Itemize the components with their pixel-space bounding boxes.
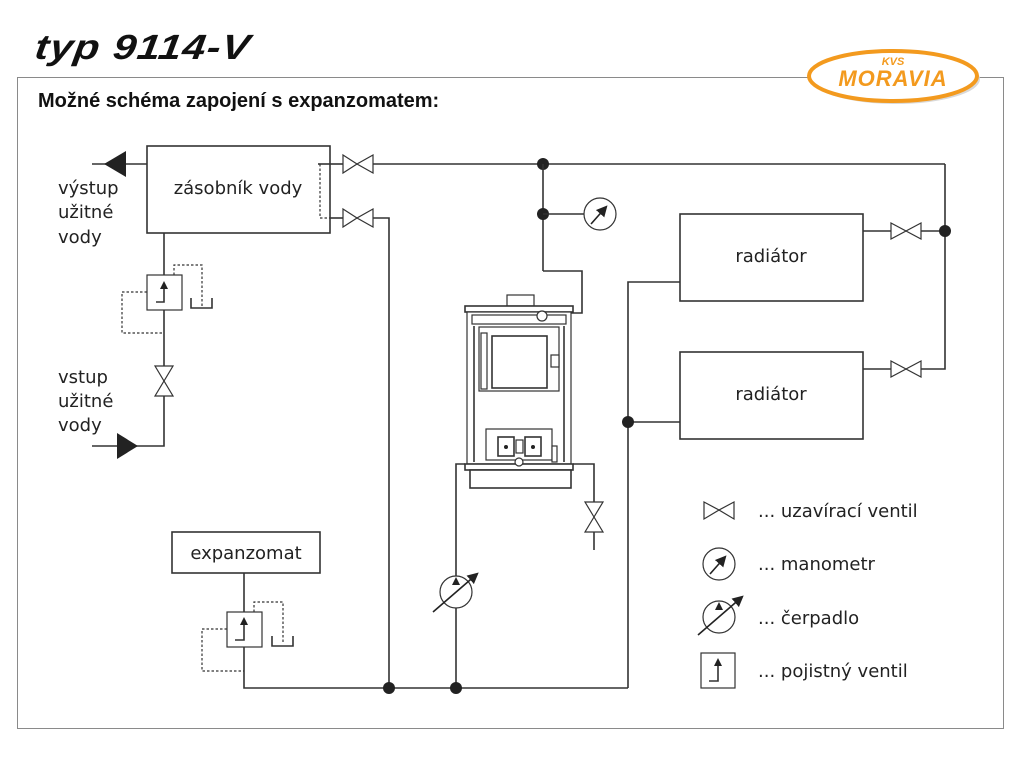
radiator-bottom: radiátor: [679, 351, 864, 440]
diagram-frame: [17, 77, 1004, 729]
shutoff-valve-inlet: [153, 365, 175, 397]
manometer: [583, 197, 617, 231]
inlet-arrow: [117, 433, 138, 459]
safety-valve-icon: [700, 652, 736, 689]
pump-icon: [697, 595, 744, 636]
outlet-arrow: [92, 151, 147, 177]
legend-item-shutoff-valve: ... uzavírací ventil: [703, 501, 918, 522]
water-tank: zásobník vody: [146, 145, 331, 234]
junction-radiator-right: [939, 225, 951, 237]
legend-label-pump: ... čerpadlo: [758, 608, 859, 629]
outlet-label-line2: užitné: [58, 202, 113, 223]
legend-item-pump: ... čerpadlo: [697, 595, 859, 636]
outlet-label-line3: vody: [58, 227, 102, 248]
shutoff-valve-tank-bottom: [342, 207, 374, 229]
manometer-icon: [702, 547, 736, 581]
logo-moravia-text: MORAVIA: [838, 66, 947, 91]
legend-label-safety-valve: ... pojistný ventil: [758, 661, 908, 682]
stove-boiler: [464, 294, 574, 489]
radiator-top: radiátor: [679, 213, 864, 302]
circulation-pump: [432, 572, 479, 613]
inlet-label-line2: užitné: [58, 391, 113, 412]
legend: ... uzavírací ventil ... manometr ... če…: [697, 501, 918, 689]
expansion-vessel: expanzomat: [171, 531, 321, 574]
shutoff-valve-radiator-bottom: [890, 360, 922, 378]
safety-valve-expansion: [226, 611, 263, 648]
radiator-top-label: radiátor: [735, 246, 807, 267]
radiator-bottom-label: radiátor: [735, 384, 807, 405]
legend-item-safety-valve: ... pojistný ventil: [700, 652, 908, 689]
junction-bottom-left: [383, 682, 395, 694]
drain-valve: [583, 501, 605, 533]
water-tank-label: zásobník vody: [174, 178, 303, 199]
shutoff-valve-icon: [703, 501, 735, 521]
legend-label-shutoff-valve: ... uzavírací ventil: [758, 501, 918, 522]
outlet-label-line1: výstup: [58, 178, 119, 199]
logo-kvs-text: KVS: [882, 56, 905, 68]
shutoff-valve-tank-top: [342, 153, 374, 175]
expansion-vessel-label: expanzomat: [190, 543, 301, 564]
kvs-moravia-logo: KVS MORAVIA: [807, 49, 980, 104]
diagram-subtitle: Možné schéma zapojení s expanzomatem:: [38, 90, 440, 112]
shutoff-valve-radiator-top: [890, 222, 922, 240]
inlet-label-line1: vstup: [58, 367, 108, 388]
legend-item-manometer: ... manometr: [702, 547, 876, 581]
junction-radiator-left: [622, 416, 634, 428]
safety-valve-tank: [146, 274, 183, 311]
junction-bottom-pump: [450, 682, 462, 694]
inlet-label-line3: vody: [58, 415, 102, 436]
legend-label-manometer: ... manometr: [758, 554, 876, 575]
